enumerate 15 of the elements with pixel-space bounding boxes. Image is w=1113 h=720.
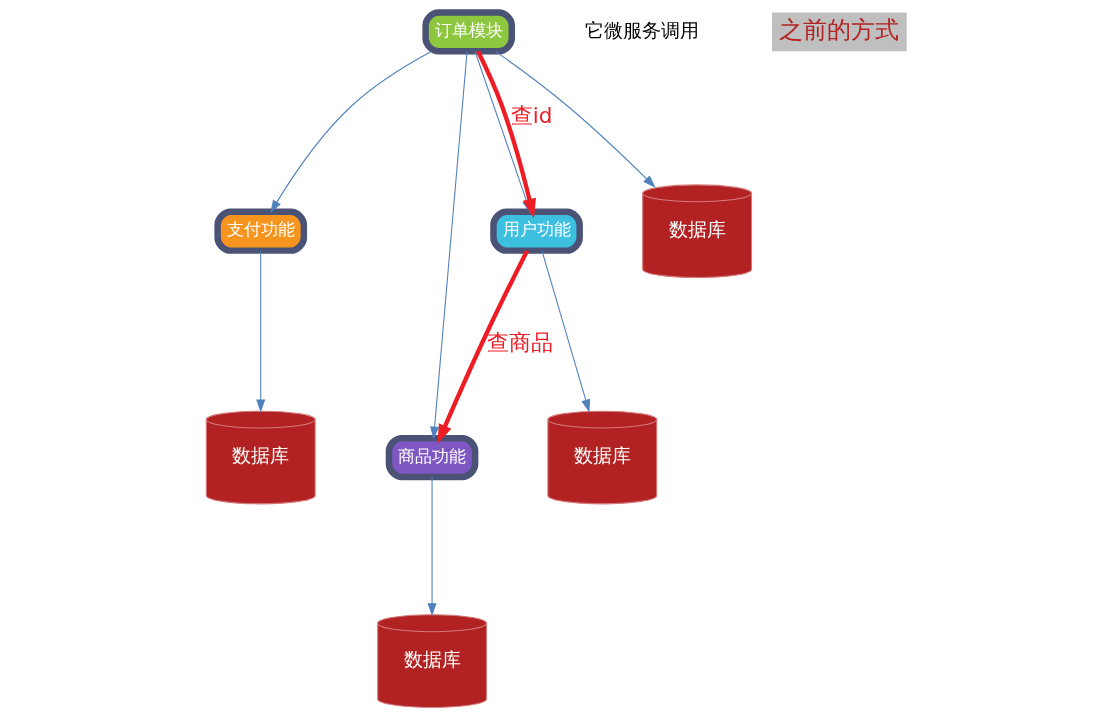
arrow [494, 50, 656, 188]
arrow [427, 476, 437, 617]
node-box: 订单模块 [422, 9, 515, 55]
arrow [256, 250, 266, 413]
node-box: 用户功能 [490, 208, 583, 254]
arrow [430, 50, 468, 440]
label: 之前的方式 [779, 15, 900, 44]
edge-label: 查商品 [486, 329, 553, 355]
arrow [437, 249, 530, 444]
label: 它微服务调用 [585, 18, 700, 42]
arrow [541, 250, 591, 413]
arrow [270, 50, 432, 214]
edge-label: 查id [510, 103, 553, 129]
node-box: 商品功能 [385, 434, 479, 481]
node-box: 支付功能 [214, 208, 308, 254]
